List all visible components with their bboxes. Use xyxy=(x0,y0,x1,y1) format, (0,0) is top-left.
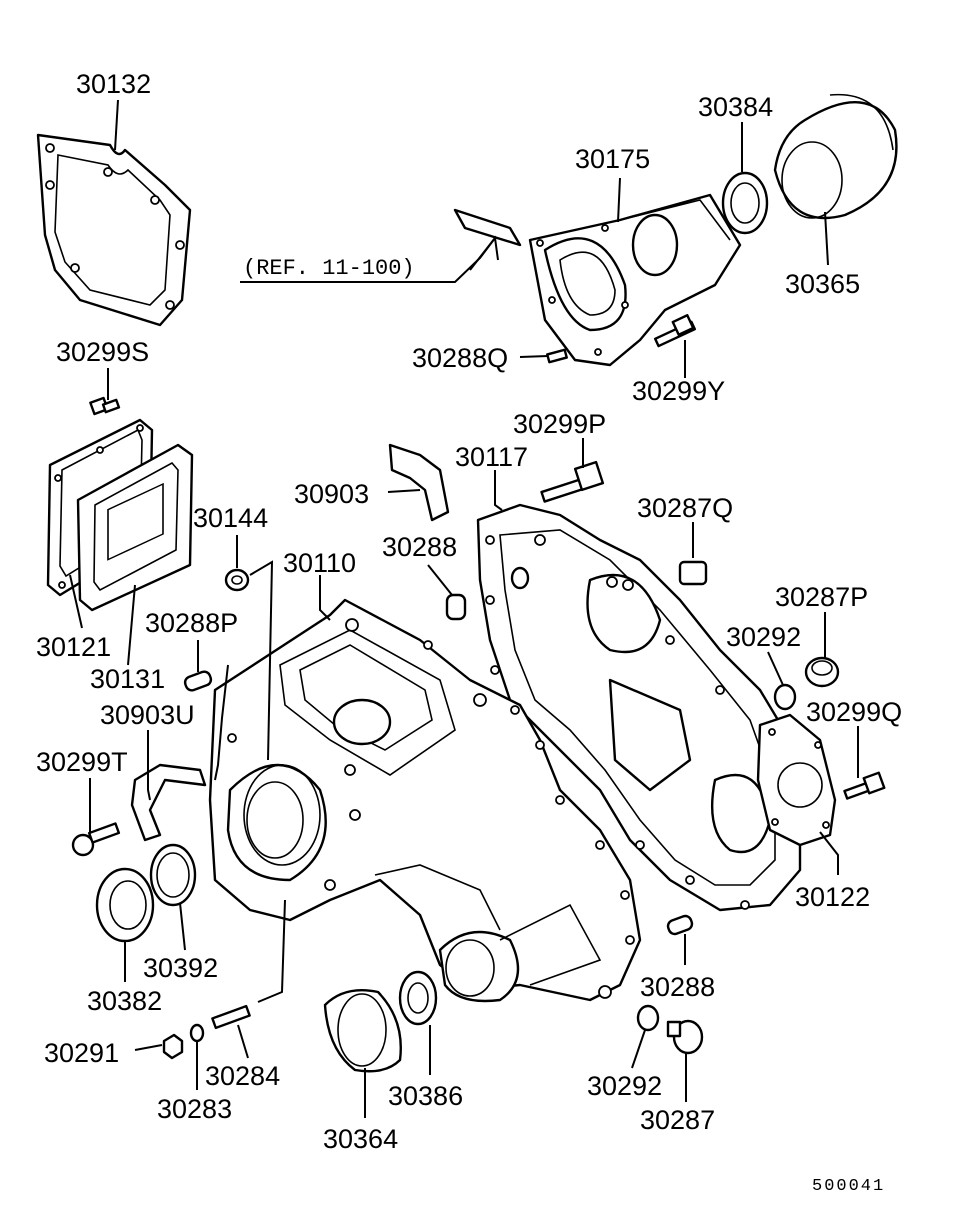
leader-lines xyxy=(69,99,859,1118)
label-30365: 30365 xyxy=(785,269,860,299)
label-30288P: 30288P xyxy=(145,608,238,638)
part-30384-seal xyxy=(721,171,769,235)
label-30364: 30364 xyxy=(323,1124,398,1154)
label-30283: 30283 xyxy=(157,1094,232,1124)
part-30903U-bracket xyxy=(130,763,207,842)
part-30287Q-plug xyxy=(678,560,708,586)
part-30132-gasket xyxy=(36,133,192,327)
part-30287-plug xyxy=(666,1019,704,1055)
label-30299P: 30299P xyxy=(513,409,606,439)
label-30287P: 30287P xyxy=(775,582,868,612)
label-30122: 30122 xyxy=(795,882,870,912)
part-30287P-plug xyxy=(804,656,840,688)
part-30288P-pin xyxy=(183,670,213,692)
label-30299Y: 30299Y xyxy=(632,376,725,406)
label-30288Q: 30288Q xyxy=(412,343,508,373)
part-30386-seal xyxy=(398,970,438,1026)
part-30288-pin-lower xyxy=(666,914,694,936)
label-30299T: 30299T xyxy=(36,747,128,777)
label-30131: 30131 xyxy=(90,664,165,694)
label-30287Q: 30287Q xyxy=(637,493,733,523)
label-30382: 30382 xyxy=(87,986,162,1016)
label-30288-upper: 30288 xyxy=(382,532,457,562)
label-30284: 30284 xyxy=(205,1061,280,1091)
part-30117-rear-case xyxy=(476,503,802,912)
label-30903U: 30903U xyxy=(100,700,195,730)
ref-tag-pin xyxy=(453,208,522,247)
part-30144-seal xyxy=(224,568,250,592)
part-30288-pin-upper xyxy=(445,593,467,621)
part-30382-seal xyxy=(95,867,155,943)
label-30288-lower: 30288 xyxy=(640,972,715,1002)
part-30299P-bolt xyxy=(540,460,605,503)
label-30392: 30392 xyxy=(143,953,218,983)
part-30299S-bolt xyxy=(89,396,121,416)
part-30364-boot xyxy=(323,988,402,1073)
part-30110-front-case xyxy=(208,598,642,1003)
reference-note: (REF. 11-100) xyxy=(243,256,415,281)
part-30291-nut xyxy=(162,1033,184,1060)
label-30175: 30175 xyxy=(575,144,650,174)
part-labels: 30132 30299S 30121 30131 30144 30110 309… xyxy=(36,69,902,1196)
label-30384: 30384 xyxy=(698,92,773,122)
part-30292-washer-upper xyxy=(773,683,797,711)
label-30386: 30386 xyxy=(388,1081,463,1111)
label-30287: 30287 xyxy=(640,1105,715,1135)
label-30291: 30291 xyxy=(44,1038,119,1068)
part-30299Y-bolt xyxy=(653,314,697,348)
part-30122-cover xyxy=(756,713,837,847)
part-30392-washer xyxy=(149,843,197,907)
part-30299Q-bolt xyxy=(843,771,886,800)
part-30283-washer xyxy=(189,1023,205,1043)
label-30117: 30117 xyxy=(455,442,528,472)
part-30365-boot xyxy=(773,93,898,220)
label-30292-lower: 30292 xyxy=(587,1071,662,1101)
label-30292-upper: 30292 xyxy=(726,622,801,652)
part-30284-stud xyxy=(211,1004,251,1030)
label-30299S: 30299S xyxy=(56,337,149,367)
part-30292-washer-lower xyxy=(636,1004,660,1032)
label-30110: 30110 xyxy=(283,548,356,578)
label-30299Q: 30299Q xyxy=(806,697,902,727)
diagram-code: 500041 xyxy=(812,1177,885,1196)
label-30121: 30121 xyxy=(36,632,111,662)
label-30903: 30903 xyxy=(294,479,369,509)
part-30288Q-pin xyxy=(546,348,568,364)
part-30175-extension-housing xyxy=(528,193,742,367)
part-30131-gasket xyxy=(76,443,194,612)
label-30132: 30132 xyxy=(76,69,151,99)
part-30299T-bolt xyxy=(71,822,121,857)
label-30144: 30144 xyxy=(193,503,268,533)
part-30903-bracket xyxy=(388,443,450,522)
